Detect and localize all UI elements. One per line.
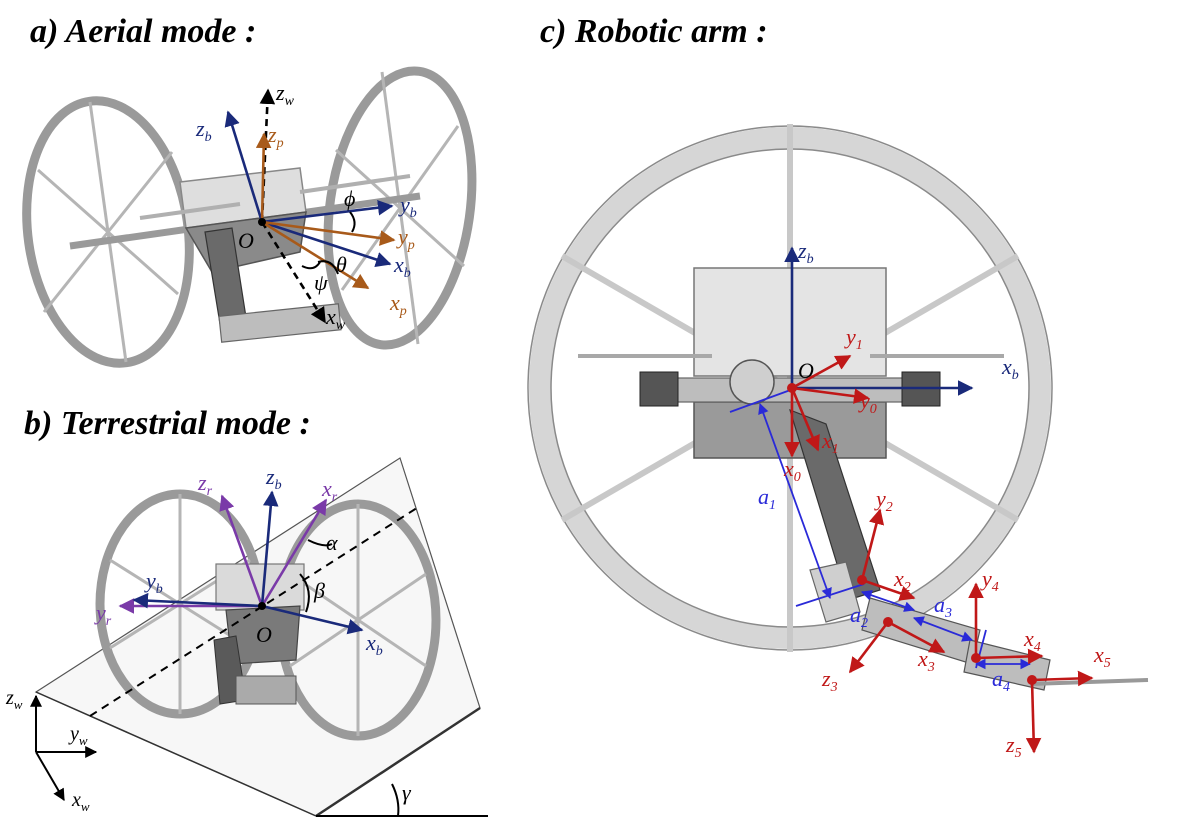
arm-x4-label: x4 <box>1023 626 1041 655</box>
terrestrial-alpha-arc <box>307 539 333 547</box>
arm-y1-label: y1 <box>844 324 863 353</box>
aerial-zp-axis <box>255 132 272 223</box>
arm-y2-axis <box>860 508 885 581</box>
terrestrial-yr-label: yr <box>94 600 112 629</box>
arm-a3-dimension <box>912 616 974 642</box>
terrestrial-yw-label: yw <box>68 723 88 748</box>
arm-origin-label: O <box>798 358 814 383</box>
terrestrial-alpha-label: α <box>326 530 338 555</box>
panel-terrestrial-title: b) Terrestrial mode : <box>24 405 311 442</box>
aerial-psi-label: ψ <box>314 270 328 295</box>
aerial-xp-axis <box>261 220 370 290</box>
arm-z5-label: z5 <box>1005 732 1022 761</box>
terrestrial-zb-label: zb <box>265 464 282 493</box>
panel-arm: c) Robotic arm : <box>527 13 1149 761</box>
aerial-zp-label: zp <box>267 122 284 151</box>
arm-a2-dimension <box>860 590 916 612</box>
arm-a1-dimension <box>758 402 832 600</box>
arm-a1-tick-bottom <box>795 583 865 607</box>
terrestrial-beta-arc <box>299 573 310 613</box>
terrestrial-xr-axis <box>260 498 328 607</box>
arm-x1-label: x1 <box>821 428 839 457</box>
arm-x5-label: x5 <box>1093 642 1111 671</box>
arm-y0-label: y0 <box>858 388 877 417</box>
panel-terrestrial: b) Terrestrial mode : <box>5 405 488 818</box>
aerial-zb-axis <box>224 110 264 223</box>
panel-aerial-title: a) Aerial mode : <box>30 13 256 50</box>
arm-x4-axis <box>975 648 1044 665</box>
terrestrial-yb-axis <box>132 592 263 609</box>
terrestrial-xw-axis <box>35 751 65 802</box>
aerial-zb-label: zb <box>195 116 212 145</box>
aerial-labels: O zw xw zb yb xb zp yp xp ϕ θ ψ <box>195 80 417 333</box>
aerial-xw-label: xw <box>325 304 346 333</box>
panel-arm-title: c) Robotic arm : <box>540 13 768 50</box>
arm-x2-axis <box>861 578 916 601</box>
arm-y4-label: y4 <box>980 566 999 595</box>
terrestrial-slope-line <box>89 505 421 717</box>
arm-axes <box>784 246 1094 754</box>
aerial-drone-illustration <box>22 66 477 368</box>
terrestrial-labels: O zr zb xr yb yr xb α β γ zw yw xw <box>5 464 412 814</box>
terrestrial-beta-label: β <box>313 578 325 603</box>
aerial-origin-label: O <box>238 228 254 253</box>
arm-a2-label: a2 <box>850 602 868 631</box>
arm-x3-axis <box>887 620 946 654</box>
aerial-yp-label: yp <box>396 224 415 253</box>
arm-z5-axis <box>1025 679 1042 754</box>
arm-xb-label: xb <box>1001 354 1019 383</box>
terrestrial-zw-label: zw <box>5 687 23 712</box>
aerial-xb-label: xb <box>393 252 411 281</box>
arm-a3-label: a3 <box>934 592 952 621</box>
terrestrial-xw-label: xw <box>71 789 90 814</box>
terrestrial-yb-label: yb <box>144 568 163 597</box>
aerial-xw-axis <box>260 221 327 324</box>
terrestrial-gamma-arc <box>391 783 400 817</box>
aerial-yp-axis <box>261 220 396 246</box>
aerial-phi-arc <box>349 211 356 233</box>
aerial-theta-arc <box>317 260 339 275</box>
aerial-phi-label: ϕ <box>344 186 355 211</box>
terrestrial-zr-label: zr <box>197 470 213 499</box>
aerial-zw-axis <box>259 88 276 223</box>
arm-y2-label: y2 <box>874 486 893 515</box>
aerial-theta-label: θ <box>336 252 347 277</box>
arm-labels: O zb xb y1 y0 x1 x0 y2 x2 z3 x3 y4 x4 x5… <box>758 238 1111 761</box>
arm-z3-axis <box>848 621 890 674</box>
arm-x5-axis <box>1031 670 1094 687</box>
arm-a1-label: a1 <box>758 484 776 513</box>
arm-zb-label: zb <box>797 238 814 267</box>
aerial-yb-label: yb <box>398 192 417 221</box>
arm-x2-label: x2 <box>893 566 911 595</box>
arm-a1-tick-top <box>729 387 797 413</box>
arm-x0-label: x0 <box>783 456 801 485</box>
arm-y1-axis <box>791 354 852 390</box>
terrestrial-xb-label: xb <box>365 630 383 659</box>
arm-x3-label: x3 <box>917 646 935 675</box>
aerial-xb-axis <box>261 220 392 268</box>
terrestrial-zb-axis <box>260 490 279 607</box>
terrestrial-xr-label: xr <box>321 476 338 505</box>
aerial-zw-label: zw <box>275 80 295 109</box>
terrestrial-origin-label: O <box>256 622 272 647</box>
arm-x1-axis <box>790 387 820 452</box>
arm-y0-axis <box>791 386 870 404</box>
panel-aerial: a) Aerial mode : <box>22 13 477 368</box>
aerial-yb-axis <box>261 199 394 224</box>
aerial-psi-arc <box>301 261 321 270</box>
aerial-axes <box>224 88 396 324</box>
aerial-xp-label: xp <box>389 290 407 319</box>
terrestrial-axes <box>30 490 364 802</box>
arm-z3-label: z3 <box>821 666 838 695</box>
arm-wheel-illustration <box>527 124 1149 691</box>
arm-a4-label: a4 <box>992 666 1010 695</box>
terrestrial-zr-axis <box>219 494 264 607</box>
terrestrial-xb-axis <box>261 604 364 635</box>
terrestrial-gamma-label: γ <box>402 780 412 805</box>
